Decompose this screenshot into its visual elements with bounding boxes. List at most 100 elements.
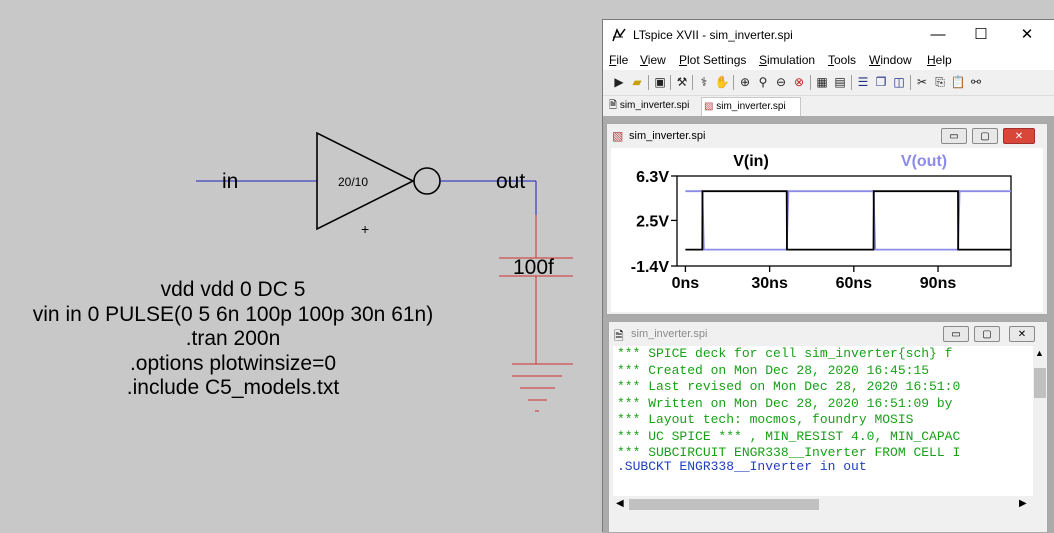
inverter-triangle xyxy=(316,131,415,231)
minimize-button[interactable]: — xyxy=(930,26,946,43)
child-restore-button[interactable]: ▢ xyxy=(972,128,998,144)
netlist-line: *** SPICE deck for cell sim_inverter{sch… xyxy=(617,346,953,361)
output-net-label[interactable]: out xyxy=(496,170,526,193)
netlist-window: 🗎 sim_inverter.spi ▭ ▢ ✕ *** SPICE deck … xyxy=(608,321,1048,533)
copy-icon[interactable]: ⎘ xyxy=(935,75,945,89)
schematic-canvas[interactable]: in out 20/10 + 100f vdd vdd 0 DC 5 vin i… xyxy=(0,0,600,532)
x-tick-label: 90ns xyxy=(920,275,957,292)
spice-line: .options plotwinsize=0 xyxy=(129,351,337,375)
child-minimize-button[interactable]: ▭ xyxy=(943,326,969,342)
netlist-line: *** Written on Mon Dec 28, 2020 16:51:09… xyxy=(617,395,953,411)
menu-view[interactable]: View xyxy=(640,53,666,67)
grid-icon[interactable]: ▤ xyxy=(834,75,846,89)
waveform-window-title: sim_inverter.spi xyxy=(629,130,706,142)
gate-plus-marker: + xyxy=(361,221,370,237)
spice-directives[interactable]: vdd vdd 0 DC 5 vin in 0 PULSE(0 5 6n 100… xyxy=(0,278,466,401)
spice-line: vin in 0 PULSE(0 5 6n 100p 100p 30n 61n) xyxy=(32,302,434,326)
cascade-icon[interactable]: ❐ xyxy=(875,75,887,89)
document-icon: 🗎 xyxy=(614,329,624,343)
tab-label: sim_inverter.spi xyxy=(716,101,786,112)
menu-file[interactable]: File xyxy=(609,53,629,67)
tile-horizontal-icon[interactable]: ☰ xyxy=(857,75,869,89)
child-close-button[interactable]: ✕ xyxy=(1009,326,1035,342)
maximize-button[interactable]: ☐ xyxy=(974,26,988,43)
autorange-icon[interactable]: ▦ xyxy=(816,75,828,89)
netlist-line: *** Last revised on Mon Dec 28, 2020 16:… xyxy=(617,379,961,394)
menu-help[interactable]: Help xyxy=(927,53,952,67)
scroll-thumb[interactable] xyxy=(629,499,819,510)
tab-label: sim_inverter.spi xyxy=(619,100,690,111)
close-button[interactable]: ✕ xyxy=(1020,26,1034,43)
waveform-icon: ▧ xyxy=(612,129,624,143)
tab-netlist[interactable]: 🗎 sim_inverter.spi xyxy=(607,97,701,115)
x-tick-label: 30ns xyxy=(751,275,788,292)
zoom-fit-icon[interactable]: ⊗ xyxy=(793,75,805,89)
zoom-in-icon[interactable]: ⊕ xyxy=(739,75,751,89)
netlist-line-partial: .SUBCKT ENGR338__Inverter in out xyxy=(617,458,867,474)
child-close-button[interactable]: ✕ xyxy=(1003,128,1035,144)
scroll-left-arrow[interactable]: ◀ xyxy=(616,498,624,509)
find-binoculars-icon[interactable]: ⚯ xyxy=(970,75,982,89)
menu-bar: File View Plot Settings Simulation Tools… xyxy=(603,50,1054,70)
schematic-drawing xyxy=(196,131,573,412)
cut-icon[interactable]: ✂ xyxy=(916,75,928,89)
child-minimize-button[interactable]: ▭ xyxy=(941,128,967,144)
cap-value-label[interactable]: 100f xyxy=(513,256,554,279)
waveform-window-titlebar[interactable]: ▧ sim_inverter.spi ▭ ▢ ✕ xyxy=(607,124,1047,148)
netlist-window-title: sim_inverter.spi xyxy=(631,328,708,340)
save-icon[interactable]: ▣ xyxy=(654,75,666,89)
zoom-out-icon[interactable]: ⊖ xyxy=(775,75,787,89)
netlist-text[interactable]: *** SPICE deck for cell sim_inverter{sch… xyxy=(613,346,1033,496)
scroll-up-arrow[interactable]: ▲ xyxy=(1035,348,1044,358)
menu-simulation[interactable]: Simulation xyxy=(759,53,816,67)
pan-hand-icon[interactable]: ✋ xyxy=(714,75,730,89)
document-tabs: 🗎 sim_inverter.spi ▧ sim_inverter.spi xyxy=(603,97,1054,116)
y-tick-label: -1.4V xyxy=(631,259,670,276)
control-panel-icon[interactable]: ⚒ xyxy=(676,75,688,89)
horizontal-scrollbar[interactable]: ◀ ▶ xyxy=(613,496,1033,513)
paste-icon[interactable]: 📋 xyxy=(950,75,966,89)
scroll-right-arrow[interactable]: ▶ xyxy=(1019,498,1027,509)
menu-tools[interactable]: Tools xyxy=(828,53,857,67)
tile-vertical-icon[interactable]: ◫ xyxy=(893,75,905,89)
netlist-line: *** UC SPICE *** , MIN_RESIST 4.0, MIN_C… xyxy=(617,428,961,444)
x-tick-label: 60ns xyxy=(836,275,873,292)
series-vout-line xyxy=(685,190,1011,251)
child-restore-button[interactable]: ▢ xyxy=(974,326,1000,342)
probe-icon[interactable]: ⚕ xyxy=(700,75,708,89)
document-icon: 🗎 xyxy=(609,100,618,111)
ltspice-logo-icon xyxy=(612,28,626,42)
toolbar: ▶ ▰ ▣ ⚒ ⚕ ✋ ⊕ ⚲ ⊖ ⊗ ▦ ▤ ☰ ❐ ◫ ✂ ⎘ 📋 ⚯ xyxy=(603,71,1054,96)
spice-line: .include C5_models.txt xyxy=(126,376,340,399)
title-bar[interactable]: LTspice XVII - sim_inverter.spi — ☐ ✕ xyxy=(603,20,1054,50)
x-tick-label: 0ns xyxy=(672,275,700,292)
netlist-line: *** SUBCIRCUIT ENGR338__Inverter FROM CE… xyxy=(617,445,961,460)
legend-vin: V(in) xyxy=(733,153,769,170)
inverter-bubble xyxy=(413,167,441,195)
run-icon[interactable]: ▶ xyxy=(614,75,624,89)
ltspice-window: LTspice XVII - sim_inverter.spi — ☐ ✕ Fi… xyxy=(602,19,1054,533)
spice-line: vdd vdd 0 DC 5 xyxy=(160,278,306,301)
open-folder-icon[interactable]: ▰ xyxy=(632,75,642,89)
scroll-thumb[interactable] xyxy=(1034,368,1046,398)
gate-size-label: 20/10 xyxy=(338,175,369,189)
menu-window[interactable]: Window xyxy=(869,53,912,67)
input-net-label[interactable]: in xyxy=(222,170,239,193)
vertical-scrollbar[interactable]: ▲ xyxy=(1033,346,1047,496)
menu-plot-settings[interactable]: Plot Settings xyxy=(679,53,747,67)
window-title: LTspice XVII - sim_inverter.spi xyxy=(633,28,793,42)
tab-waveform[interactable]: ▧ sim_inverter.spi xyxy=(701,97,801,116)
netlist-line: *** Created on Mon Dec 28, 2020 16:45:15 xyxy=(617,362,930,378)
netlist-window-titlebar[interactable]: 🗎 sim_inverter.spi ▭ ▢ ✕ xyxy=(609,322,1047,346)
legend-vout: V(out) xyxy=(901,153,947,170)
zoom-area-icon[interactable]: ⚲ xyxy=(758,75,768,89)
series-vin-line xyxy=(685,190,1011,251)
waveform-icon: ▧ xyxy=(704,101,714,112)
netlist-line: *** Layout tech: mocmos, foundry MOSIS xyxy=(617,412,914,427)
plot-frame xyxy=(676,175,1012,267)
y-tick-label: 2.5V xyxy=(636,213,669,230)
